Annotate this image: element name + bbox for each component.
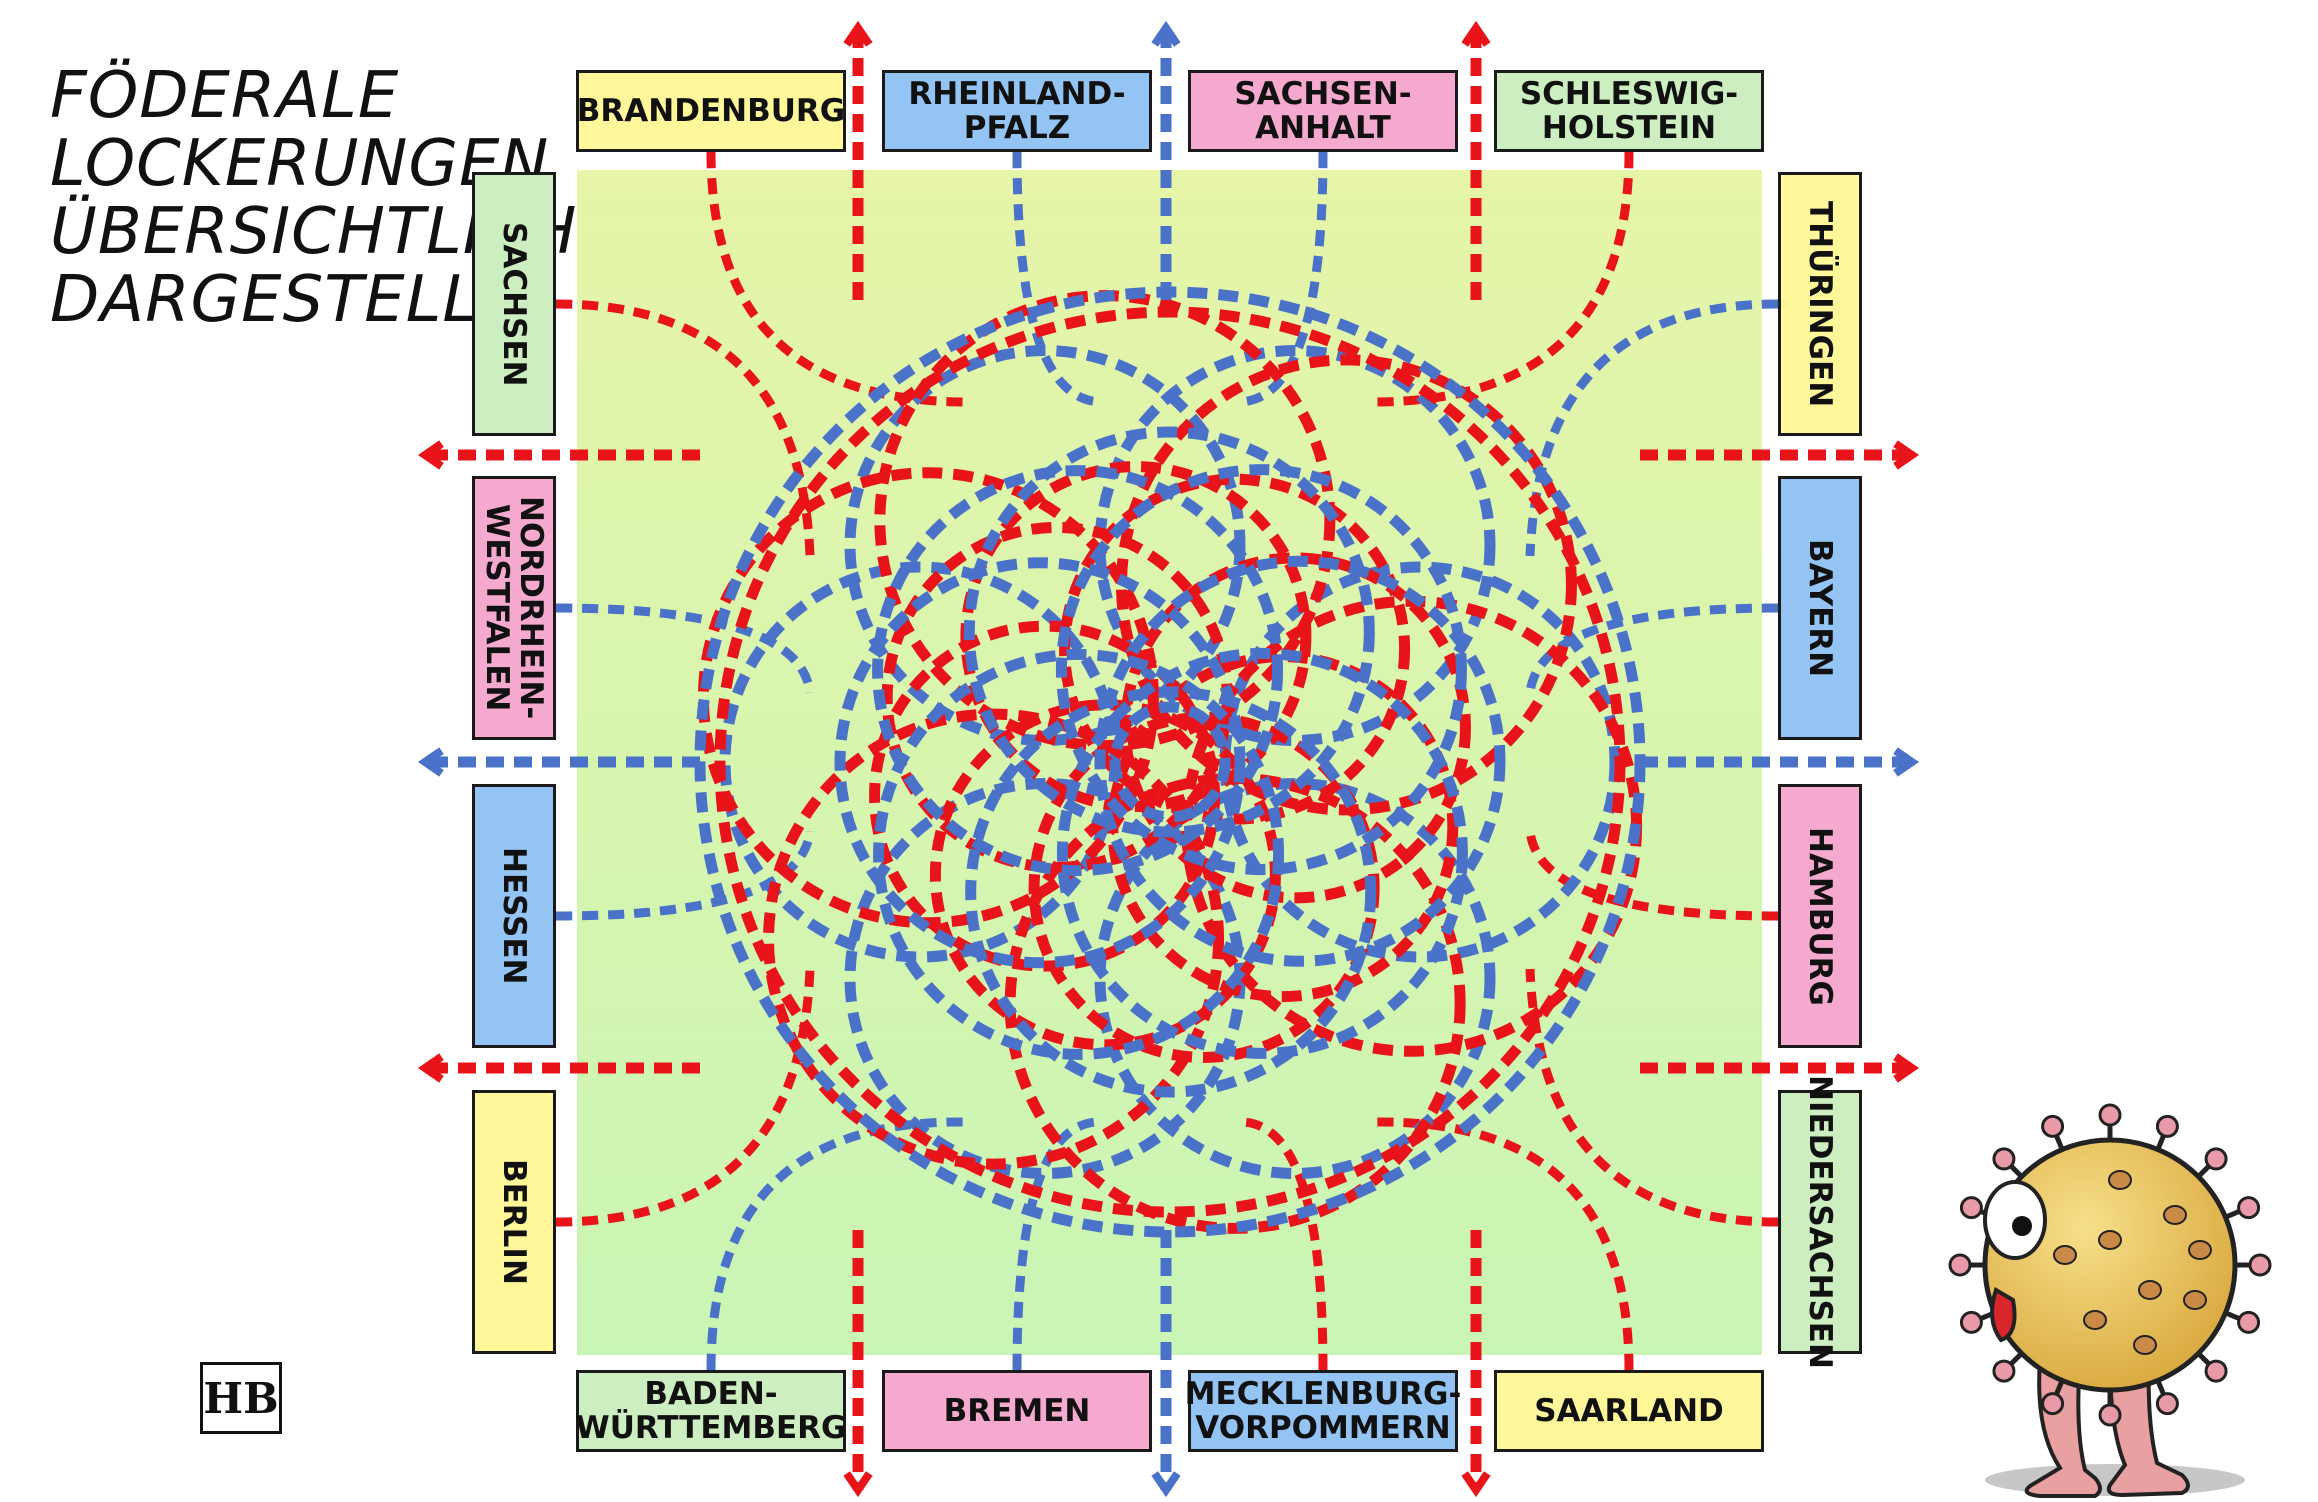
mandala-circle — [834, 557, 1246, 969]
state-box-sachsen: SACHSEN — [472, 172, 556, 436]
arrow-head-icon — [843, 20, 873, 47]
mandala-circle — [1094, 344, 1496, 746]
cartoon-title: FÖDERALE LOCKERUNGEN ÜBERSICHTLICH DARGE… — [50, 59, 578, 337]
state-box-niedersachsen: NIEDERSACHSEN — [1778, 1075, 1862, 1369]
state-box-hessen: HESSEN — [472, 784, 556, 1048]
state-label: HAMBURG — [1802, 826, 1838, 1006]
connector-line — [555, 603, 815, 694]
connector-line — [555, 299, 815, 557]
arrow-head-icon — [1893, 747, 1920, 777]
arrow-head-icon — [1461, 20, 1491, 47]
state-box-mecklenburg-vorpommern: MECKLENBURG- VORPOMMERN — [1185, 1370, 1461, 1452]
state-box-thueringen: THÜRINGEN — [1778, 172, 1862, 436]
mandala-circle — [873, 648, 1285, 1060]
state-box-bayern: BAYERN — [1778, 476, 1862, 740]
title-line: LOCKERUNGEN — [50, 127, 550, 201]
title-line: FÖDERALE — [50, 59, 400, 133]
state-label: SCHLESWIG- HOLSTEIN — [1519, 76, 1739, 146]
state-label: BERLIN — [496, 1159, 532, 1285]
title-line: DARGESTELLT: — [50, 263, 532, 337]
state-label: NORDRHEIN- WESTFALEN — [479, 496, 549, 720]
arrow-head-icon — [843, 1471, 873, 1498]
state-label: MECKLENBURG- VORPOMMERN — [1184, 1376, 1462, 1446]
maze-background — [577, 170, 1762, 1355]
state-label: RHEINLAND- PFALZ — [908, 76, 1126, 146]
signature-icon: HB — [200, 1362, 282, 1434]
state-box-rheinland-pfalz: RHEINLAND- PFALZ — [882, 70, 1152, 152]
connector-line — [1525, 603, 1779, 694]
arrow-head-icon — [417, 440, 444, 470]
state-label: BAYERN — [1802, 538, 1838, 678]
mandala-outer-ring — [714, 306, 1626, 1218]
mandala-circle — [1056, 647, 1468, 1059]
connector-lines — [555, 151, 1779, 1371]
state-label: BADEN- WÜRTTEMBERG — [575, 1376, 847, 1446]
state-label: SAARLAND — [1534, 1393, 1724, 1429]
state-box-baden-wuerttemberg: BADEN- WÜRTTEMBERG — [575, 1370, 847, 1452]
state-label: NIEDERSACHSEN — [1802, 1075, 1838, 1369]
connector-line — [1012, 1117, 1102, 1371]
connector-line — [1525, 968, 1779, 1227]
arrow-head-icon — [1893, 440, 1920, 470]
connector-line — [1238, 151, 1328, 407]
connector-line — [1525, 299, 1779, 557]
state-label: THÜRINGEN — [1802, 200, 1838, 408]
arrow-head-icon — [417, 747, 444, 777]
state-box-schleswig-holstein: SCHLESWIG- HOLSTEIN — [1494, 70, 1764, 152]
arrow-head-icon — [1461, 1471, 1491, 1498]
state-box-brandenburg: BRANDENBURG — [576, 70, 846, 152]
state-box-hamburg: HAMBURG — [1778, 784, 1862, 1048]
mandala-circle — [1059, 473, 1411, 825]
mandala-circle — [929, 699, 1281, 1051]
mandala-center-ring — [1109, 701, 1231, 823]
state-label: SACHSEN — [496, 221, 532, 387]
state-label: HESSEN — [496, 847, 532, 985]
state-label: BREMEN — [943, 1393, 1091, 1429]
connector-line — [1238, 1117, 1328, 1371]
connector-line — [1376, 151, 1634, 407]
arrow-head-icon — [417, 1053, 444, 1083]
mandala-circle — [1115, 354, 1577, 816]
arrow-head-icon — [1893, 1053, 1920, 1083]
state-box-saarland: SAARLAND — [1494, 1370, 1764, 1452]
state-box-nordrhein-westfalen: NORDRHEIN- WESTFALEN — [472, 476, 556, 740]
state-box-sachsen-anhalt: SACHSEN- ANHALT — [1188, 70, 1458, 152]
arrow-head-icon — [1151, 1471, 1181, 1498]
mandala-circle — [1094, 555, 1506, 967]
state-box-berlin: BERLIN — [472, 1090, 556, 1354]
connector-line — [1012, 151, 1102, 407]
state-label: SACHSEN- ANHALT — [1234, 76, 1412, 146]
virus-character-icon — [1948, 1103, 2272, 1498]
arrow-head-icon — [1151, 20, 1181, 47]
state-box-bremen: BREMEN — [882, 1370, 1152, 1452]
mandala-circle — [963, 426, 1375, 838]
connector-line — [555, 968, 815, 1227]
state-label: BRANDENBURG — [576, 93, 846, 129]
mandala-circle — [1055, 464, 1467, 876]
title-line: ÜBERSICHTLICH — [50, 195, 578, 269]
signature-text: HB — [203, 1373, 279, 1423]
mandala-circle — [872, 465, 1284, 877]
mandala-circle — [1119, 552, 1471, 904]
mandala-circle — [965, 686, 1377, 1098]
exit-arrows — [417, 20, 1920, 1498]
